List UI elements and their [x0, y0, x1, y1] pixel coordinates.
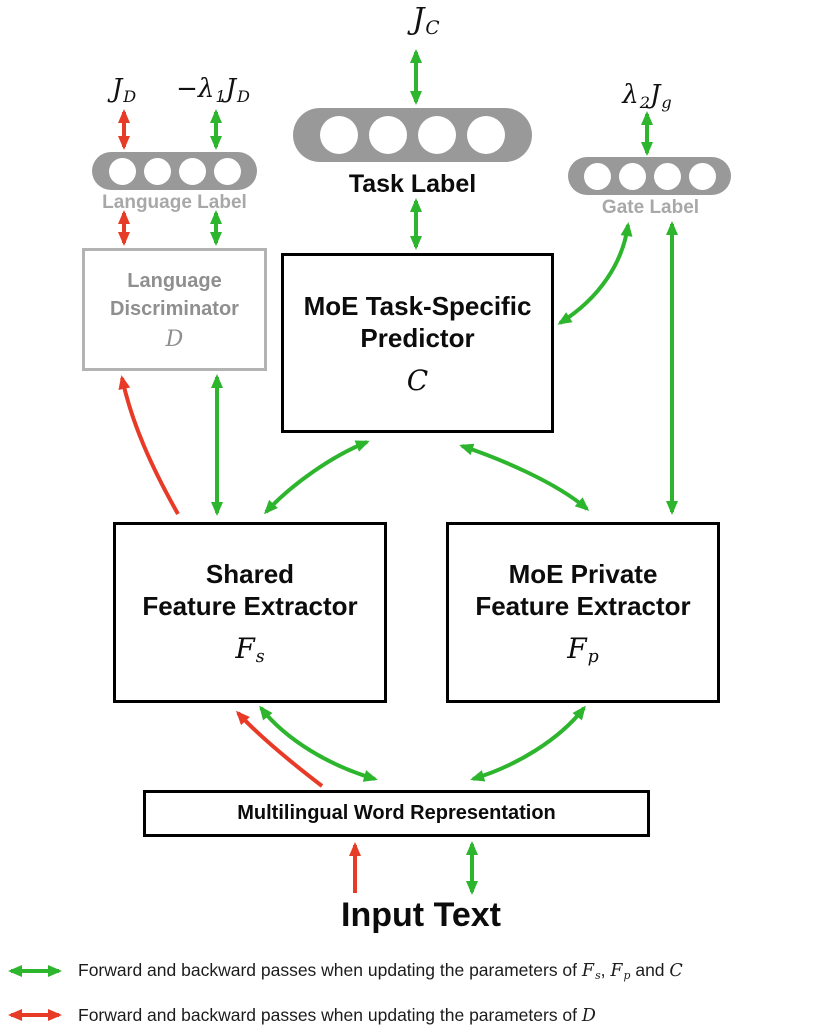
legend-green-sep1: ,	[600, 959, 611, 980]
legend-green-f2: F	[610, 960, 623, 981]
neglambda-j-sub: D	[237, 86, 250, 106]
legend-green-sep2: and	[630, 959, 670, 980]
shared-symbol-main: F	[235, 631, 255, 665]
lambdajg-sub: 2	[639, 92, 650, 112]
legend-red-prefix: Forward and backward passes when updatin…	[78, 1004, 582, 1025]
discriminator-title: Language Discriminator	[110, 267, 239, 323]
shared-line1: Shared	[205, 558, 295, 589]
arrow-wordrep-shared-red	[235, 710, 324, 788]
predictor-title: MoE Task-Specific Predictor	[304, 290, 532, 355]
moe-task-specific-predictor-box: MoE Task-Specific Predictor C	[281, 253, 554, 433]
gate-label-capsule	[568, 157, 731, 195]
loss-label-lambda2-jg: λ2Jg	[595, 80, 699, 112]
shared-symbol: Fs	[235, 632, 264, 668]
legend-green-last: C	[669, 960, 683, 981]
lambdajg-main: λ	[622, 80, 639, 110]
neglambda-sub: 1	[215, 86, 226, 106]
language-discriminator-box: Language Discriminator D	[82, 248, 267, 371]
predictor-line1: MoE Task-Specific	[303, 290, 532, 321]
legend-red-text: Forward and backward passes when updatin…	[78, 1005, 596, 1026]
private-symbol-sub: p	[587, 647, 599, 668]
legend-green-arrow-icon	[8, 965, 62, 977]
arrow-private-wordrep-green	[470, 705, 586, 782]
jc-sub: C	[425, 18, 440, 40]
unit-circle	[583, 162, 611, 190]
arrow-shared-discriminator-red	[118, 375, 180, 515]
loss-label-jc: JC	[376, 2, 476, 39]
task-label-capsule	[293, 108, 532, 162]
legend-green-prefix: Forward and backward passes when updatin…	[78, 959, 582, 980]
multilingual-word-representation-box: Multilingual Word Representation	[143, 790, 650, 837]
jc-main: J	[412, 2, 425, 37]
legend-red-arrow-icon	[8, 1009, 62, 1021]
legend-green-text: Forward and backward passes when updatin…	[78, 960, 683, 982]
lambdajg-j: J	[649, 80, 661, 110]
private-line2: Feature Extractor	[475, 591, 691, 622]
arrow-shared-wordrep-green	[259, 705, 378, 782]
discriminator-line2: Discriminator	[110, 298, 239, 320]
unit-circle	[467, 116, 505, 154]
jd-main: J	[111, 74, 123, 104]
unit-circle	[653, 162, 681, 190]
legend-green-f2-sub: p	[623, 969, 631, 983]
task-capsule-label: Task Label	[348, 170, 477, 198]
legend-row-red: Forward and backward passes when updatin…	[4, 999, 596, 1031]
unit-circle	[213, 157, 241, 185]
discriminator-line1: Language	[127, 270, 222, 292]
unit-circle	[108, 157, 136, 185]
private-symbol: Fp	[567, 632, 599, 668]
arrow-predictor-gatelabel	[557, 222, 633, 325]
neglambda-main: −λ	[176, 74, 215, 104]
unit-circle	[178, 157, 206, 185]
shared-symbol-sub: s	[255, 647, 265, 668]
language-capsule-label: Language Label	[102, 192, 247, 213]
input-text-label: Input Text	[341, 896, 501, 934]
shared-feature-extractor-box: Shared Feature Extractor Fs	[113, 522, 387, 703]
gate-capsule-label: Gate Label	[601, 197, 700, 218]
arrow-shared-predictor	[263, 440, 370, 515]
wordrep-label: Multilingual Word Representation	[237, 802, 556, 824]
private-line1: MoE Private	[508, 558, 658, 589]
private-symbol-main: F	[567, 631, 587, 665]
private-title: MoE Private Feature Extractor	[475, 558, 690, 623]
jd-sub: D	[123, 86, 137, 106]
lambdajg-j-sub: g	[661, 92, 672, 112]
predictor-symbol: C	[406, 363, 429, 397]
legend-row-green: Forward and backward passes when updatin…	[4, 955, 683, 987]
shared-line2: Feature Extractor	[142, 591, 358, 622]
legend-green-f1: F	[581, 960, 595, 981]
unit-circle	[369, 116, 407, 154]
moe-private-feature-extractor-box: MoE Private Feature Extractor Fp	[446, 522, 720, 703]
shared-title: Shared Feature Extractor	[142, 558, 357, 623]
unit-circle	[143, 157, 171, 185]
loss-label-jd: JD	[94, 74, 154, 106]
neglambda-j: J	[225, 74, 237, 104]
loss-label-neg-lambda1-jd: −λ1JD	[156, 74, 270, 106]
unit-circle	[418, 116, 456, 154]
arrow-predictor-private	[459, 443, 590, 511]
unit-circle	[320, 116, 358, 154]
legend-red-last: D	[581, 1005, 596, 1026]
discriminator-symbol: D	[165, 327, 184, 352]
language-label-capsule	[92, 152, 257, 190]
legend-green-f1-sub: s	[595, 969, 601, 983]
predictor-line2: Predictor	[360, 323, 475, 353]
unit-circle	[618, 162, 646, 190]
unit-circle	[688, 162, 716, 190]
